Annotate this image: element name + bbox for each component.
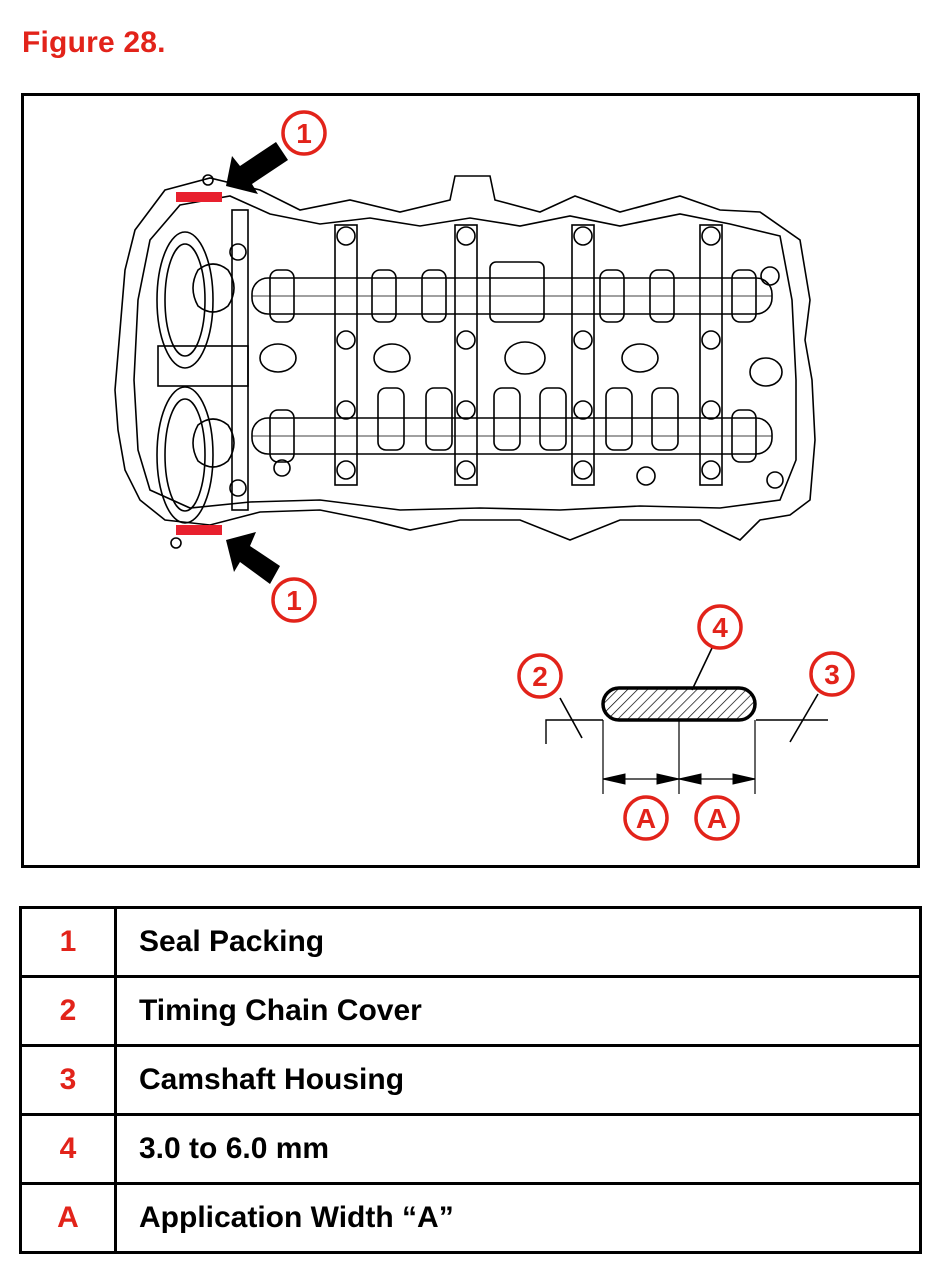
legend-key: 2 [19,975,117,1047]
callout-label: 1 [296,118,312,149]
callout-label: A [636,803,656,834]
callout-label: 1 [286,585,302,616]
legend-key: 3 [19,1044,117,1116]
callout-width-left: A [623,795,669,841]
legend-key: 1 [19,906,117,978]
legend-key: A [19,1182,117,1254]
seal-packing-mark-bottom [176,525,222,535]
callout-label: 3 [824,659,840,690]
legend-table: 1 Seal Packing 2 Timing Chain Cover 3 Ca… [19,906,922,1254]
arrow-icon [226,142,288,194]
legend-key: 4 [19,1113,117,1185]
legend-description: 3.0 to 6.0 mm [114,1113,922,1185]
callout-label: 4 [712,612,728,643]
callout-housing: 3 [809,651,855,697]
callout-label: 2 [532,661,548,692]
table-row: 1 Seal Packing [19,906,922,978]
callout-seal-top: 1 [281,110,327,156]
arrow-icon [226,532,280,584]
table-row: 3 Camshaft Housing [19,1044,922,1116]
table-row: 2 Timing Chain Cover [19,975,922,1047]
table-row: A Application Width “A” [19,1182,922,1254]
callout-seal-bottom: 1 [271,577,317,623]
callout-label: A [707,803,727,834]
seal-packing-mark-top [176,192,222,202]
figure-title: Figure 28. [22,26,166,59]
bead-cross-section [545,647,828,794]
legend-description: Camshaft Housing [114,1044,922,1116]
legend-description: Seal Packing [114,906,922,978]
callout-cover: 2 [517,653,563,699]
callout-width-right: A [694,795,740,841]
callout-bead: 4 [697,604,743,650]
legend-description: Application Width “A” [114,1182,922,1254]
diagram-frame [21,93,920,868]
legend-description: Timing Chain Cover [114,975,922,1047]
table-row: 4 3.0 to 6.0 mm [19,1113,922,1185]
camshaft-housing-drawing [114,174,816,549]
